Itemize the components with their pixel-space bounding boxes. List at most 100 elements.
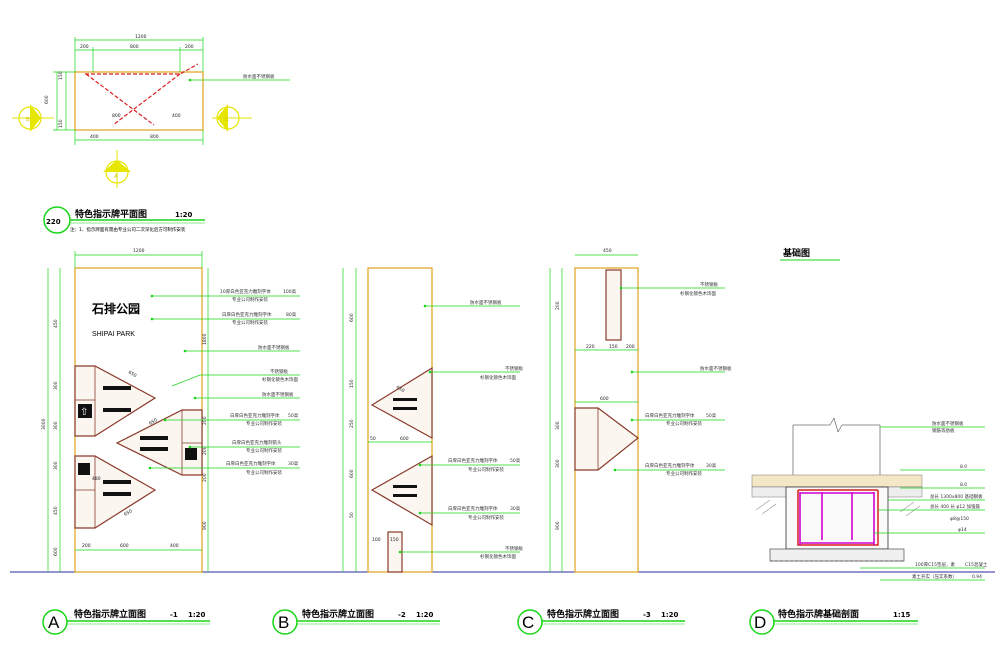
- svg-text:白厚白色亚克力雕刻字体: 白厚白色亚克力雕刻字体: [222, 311, 272, 318]
- foundation-detail: 基础图 防水面不锈钢板 钢筋等肋板 8.0 8.0: [749, 247, 988, 635]
- svg-text:1:20: 1:20: [661, 611, 679, 619]
- svg-text:专业公司制作安装: 专业公司制作安装: [246, 469, 282, 476]
- svg-text:300: 300: [53, 461, 59, 470]
- elev-c-letter: C: [522, 613, 534, 632]
- elev-a-title-block: A 特色指示牌立面图 -1 1:20: [42, 608, 210, 635]
- svg-text:100高: 100高: [283, 288, 297, 295]
- svg-text:1:15: 1:15: [893, 611, 911, 619]
- elev-b-letter: B: [278, 613, 289, 632]
- svg-text:白厚白色亚克力雕刻箭头: 白厚白色亚克力雕刻箭头: [232, 439, 282, 446]
- svg-text:1:20: 1:20: [416, 611, 434, 619]
- foundation-callouts: 防水面不锈钢板 钢筋等肋板 8.0 8.0 总长 1300x800 基础钢板 总…: [860, 420, 988, 581]
- svg-text:白厚白色亚克力雕刻字体: 白厚白色亚克力雕刻字体: [448, 457, 498, 464]
- svg-text:300: 300: [555, 459, 561, 468]
- plan-dim-left-1: 600: [44, 95, 50, 104]
- elev-a-heading-cn: 石排公园: [91, 301, 140, 316]
- svg-text:杉钢化镀色木饰面: 杉钢化镀色木饰面: [262, 376, 298, 383]
- svg-text:1800: 1800: [202, 333, 208, 345]
- svg-text:-1: -1: [170, 611, 178, 619]
- foundation-title-block: D 特色指示牌基础剖面 1:15: [749, 608, 918, 635]
- svg-text:30高: 30高: [706, 462, 717, 469]
- plan-dim-width: 1200: [135, 34, 147, 40]
- concrete-block: [785, 486, 889, 550]
- svg-text:白厚白色亚克力雕刻字体: 白厚白色亚克力雕刻字体: [645, 412, 695, 419]
- svg-text:防水面不锈钢板: 防水面不锈钢板: [262, 391, 294, 398]
- plan-dim-left-2: 150: [58, 71, 64, 80]
- plan-red-diag-1: [85, 73, 155, 126]
- svg-text:200: 200: [202, 446, 208, 455]
- svg-text:10厚白色亚克力雕刻字体: 10厚白色亚克力雕刻字体: [220, 288, 271, 295]
- plan-badge-text: 220: [46, 218, 61, 226]
- svg-text:防水面不锈钢板: 防水面不锈钢板: [258, 344, 290, 351]
- elev-b-title-block: B 特色指示牌立面图 -2 1:20: [272, 608, 440, 635]
- svg-text:8.0: 8.0: [960, 482, 967, 488]
- elev-b-arrow-2: [370, 454, 433, 527]
- elev-a-width: 1200: [133, 248, 145, 254]
- foundation-letter: D: [754, 613, 766, 632]
- plan-scale: 1:20: [175, 211, 193, 219]
- svg-text:650: 650: [127, 370, 138, 380]
- plan-marker-c[interactable]: C: [212, 104, 252, 132]
- svg-text:300: 300: [53, 421, 59, 430]
- plan-marker-b[interactable]: B: [12, 104, 54, 132]
- svg-text:300: 300: [555, 421, 561, 430]
- svg-text:600: 600: [53, 547, 59, 556]
- svg-text:50高: 50高: [706, 412, 717, 419]
- svg-text:200: 200: [202, 473, 208, 482]
- svg-text:50高: 50高: [288, 412, 299, 419]
- plan-note: 注：1、指示牌面有需由专业公司二次深化后方可制作安装: [70, 226, 186, 233]
- diag-arrow-icon: [78, 463, 90, 475]
- svg-text:专业公司制作安装: 专业公司制作安装: [232, 319, 268, 326]
- svg-text:A: A: [114, 174, 118, 180]
- pavement-layer: [751, 474, 923, 488]
- svg-text:300: 300: [53, 381, 59, 390]
- plan-dim-a: 200: [80, 44, 89, 50]
- svg-text:8.0: 8.0: [960, 464, 967, 470]
- svg-text:不锈钢板: 不锈钢板: [270, 368, 288, 375]
- plan-dim-c: 200: [185, 44, 194, 50]
- svg-text:50: 50: [349, 512, 355, 518]
- elev-a-title: 特色指示牌立面图: [74, 608, 146, 620]
- svg-text:不锈钢板: 不锈钢板: [505, 545, 523, 552]
- svg-text:900: 900: [555, 521, 561, 530]
- svg-text:100: 100: [372, 537, 381, 543]
- svg-text:600: 600: [349, 313, 355, 322]
- svg-text:防水面不锈钢板: 防水面不锈钢板: [470, 299, 502, 306]
- svg-text:防水面不锈钢板: 防水面不锈钢板: [932, 420, 964, 427]
- svg-text:200: 200: [555, 301, 561, 310]
- elev-a-letter: A: [48, 613, 60, 632]
- svg-text:B: B: [26, 117, 30, 123]
- plan-label: 防水面不锈钢板: [243, 73, 275, 80]
- svg-text:150: 150: [390, 537, 399, 543]
- svg-text:杉钢化镀色木饰面: 杉钢化镀色木饰面: [480, 553, 516, 560]
- elev-b-callouts: 防水面不锈钢板 不锈钢板 杉钢化镀色木饰面 白厚白色亚克力雕刻字体 50高 专业…: [398, 299, 523, 560]
- svg-text:450: 450: [53, 319, 59, 328]
- elev-c-callouts: 不锈钢板 杉钢化镀色木饰面 防水面不锈钢板 白厚白色亚克力雕刻字体 50高 专业…: [613, 281, 732, 477]
- svg-text:素土夯实（压实系数）: 素土夯实（压实系数）: [912, 573, 957, 580]
- plan-title: 特色指示牌平面图: [75, 208, 147, 220]
- plan-title-block: 220 特色指示牌平面图 1:20 注：1、指示牌面有需由专业公司二次深化后方可…: [43, 206, 205, 234]
- svg-text:⇧: ⇧: [80, 407, 88, 418]
- svg-text:600: 600: [600, 396, 609, 402]
- svg-text:不锈钢板: 不锈钢板: [700, 281, 718, 288]
- svg-text:50高: 50高: [510, 457, 521, 464]
- svg-text:220: 220: [586, 344, 595, 350]
- plan-inner-a: 800: [112, 113, 121, 119]
- svg-text:1:20: 1:20: [188, 611, 206, 619]
- svg-text:0.94: 0.94: [972, 574, 982, 580]
- elev-a-arrow-panel-1: [74, 365, 157, 437]
- plan-dim-left-3: 150: [58, 119, 64, 128]
- plan-red-diag-2: [112, 73, 181, 126]
- svg-text:900: 900: [202, 521, 208, 530]
- base-slab: [769, 548, 905, 562]
- svg-text:φ8@150: φ8@150: [950, 516, 969, 522]
- svg-text:C15混凝土: C15混凝土: [965, 561, 988, 568]
- plan-marker-a[interactable]: A: [103, 150, 131, 188]
- svg-text:C: C: [225, 117, 229, 123]
- elev-c-arrow: [574, 407, 639, 471]
- plan-dim-bot-b: 800: [150, 134, 159, 140]
- svg-text:650: 650: [148, 417, 159, 427]
- svg-text:φ14: φ14: [958, 527, 967, 533]
- svg-text:钢筋等肋板: 钢筋等肋板: [932, 427, 955, 434]
